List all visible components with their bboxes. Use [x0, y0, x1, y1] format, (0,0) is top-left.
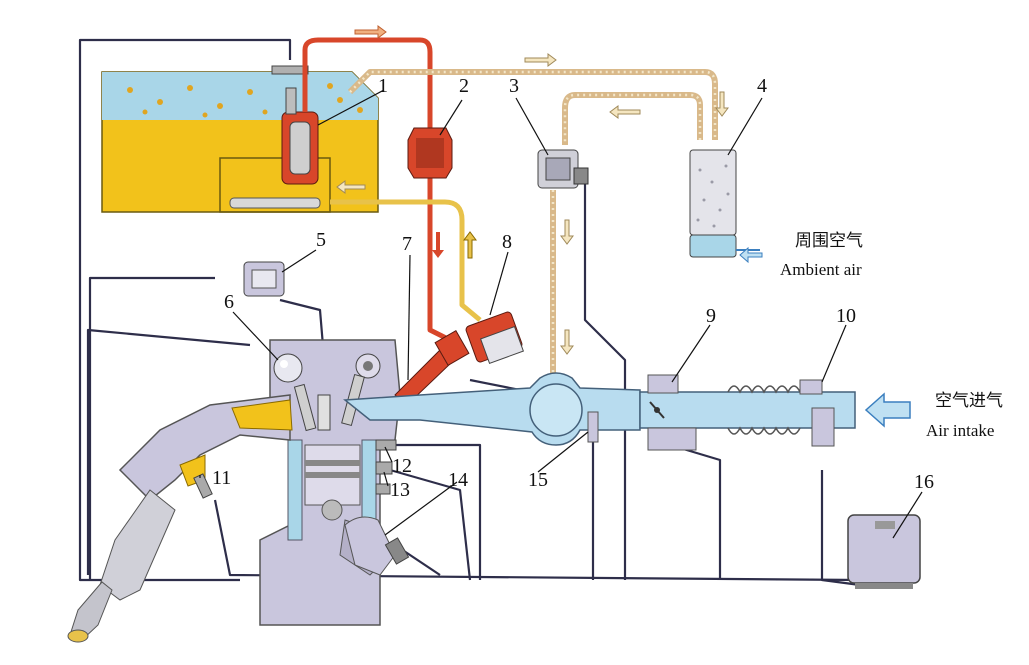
- evap-vapor-lines: [347, 69, 718, 385]
- caption-intake-en: Air intake: [926, 421, 994, 440]
- leader-lines: [199, 89, 923, 539]
- fuel-injector: [394, 330, 470, 406]
- fuel-supply-line: [302, 37, 462, 348]
- engine-block: [259, 339, 401, 626]
- label-2: 2: [459, 75, 469, 97]
- label-6: 6: [224, 291, 234, 313]
- fuel-return-line: [330, 199, 482, 322]
- fuel-filter: [407, 127, 453, 179]
- air-mass-meter: [727, 379, 835, 447]
- label-9: 9: [706, 305, 716, 327]
- label-14: 14: [448, 469, 468, 491]
- label-10: 10: [836, 305, 856, 327]
- canister-purge-valve: [537, 149, 589, 189]
- caption-intake-cn: 空气进气: [935, 391, 1003, 411]
- captions: 周围空气 Ambient air 空气进气 Air intake: [780, 231, 1003, 440]
- label-15: 15: [528, 469, 548, 491]
- pressure-sensor: [243, 261, 285, 297]
- label-5: 5: [316, 229, 326, 251]
- fuel-pump: [281, 87, 319, 185]
- caption-ambient-en: Ambient air: [780, 260, 862, 279]
- caption-ambient-cn: 周围空气: [795, 231, 863, 251]
- engine-control-unit: [847, 514, 921, 589]
- knock-sensor: [375, 461, 393, 495]
- flow-arrows: [336, 25, 911, 428]
- charcoal-canister: [689, 149, 760, 258]
- throttle-valve: [647, 374, 697, 451]
- fuel-tank: [101, 65, 379, 213]
- crankshaft-speed-sensor: [344, 516, 410, 576]
- label-12: 12: [392, 455, 412, 477]
- label-1: 1: [378, 75, 388, 97]
- part-number-labels: 1 2 3 4 5 6 7 8 9 10 11 12 13 14 15 16: [212, 75, 934, 501]
- catalytic-converter: [67, 489, 176, 643]
- intake-pressure-sensor: [587, 411, 599, 443]
- label-11: 11: [212, 467, 231, 489]
- ignition-coil: [273, 353, 303, 383]
- label-7: 7: [402, 233, 412, 255]
- label-4: 4: [757, 75, 767, 97]
- exhaust-manifold: [118, 394, 293, 502]
- lambda-sensor: [179, 454, 213, 499]
- label-3: 3: [509, 75, 519, 97]
- label-16: 16: [914, 471, 934, 493]
- fuel-vapor-bubbles: [127, 83, 363, 118]
- label-13: 13: [390, 479, 410, 501]
- label-8: 8: [502, 231, 512, 253]
- fuel-pressure-regulator: [465, 311, 525, 365]
